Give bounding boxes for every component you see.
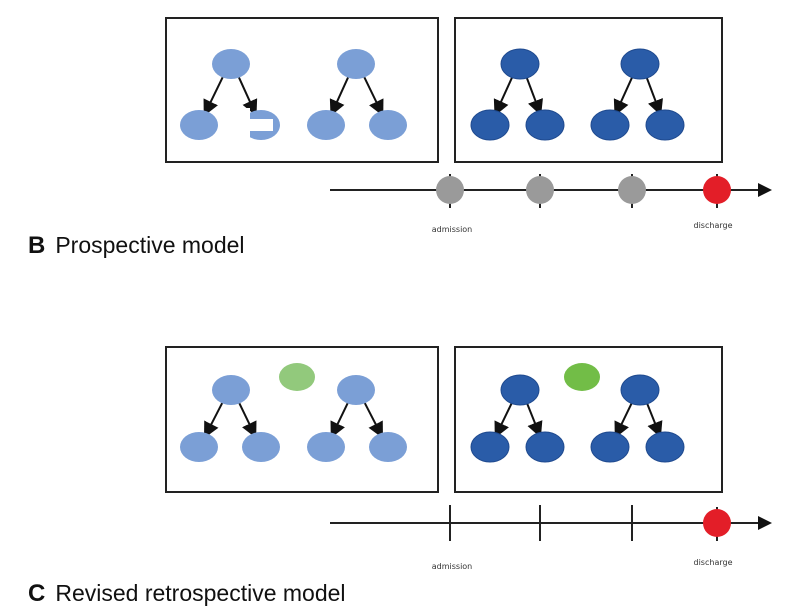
tree: [180, 49, 280, 142]
panel-c-title: C Revised retrospective model: [28, 580, 346, 608]
child-node-right: [369, 432, 407, 462]
tree: [470, 374, 565, 463]
edge-arrow-right: [363, 76, 384, 117]
discharge-marker: [703, 176, 731, 204]
admission-label: admission: [432, 562, 473, 571]
panel-c-caption: Revised retrospective model: [55, 580, 346, 606]
parent-node: [620, 48, 660, 80]
child-node-right: [369, 110, 407, 140]
box-frame: [454, 17, 723, 163]
parent-node: [337, 49, 375, 79]
network-box-dark: [454, 346, 723, 493]
network-box-light: [165, 17, 439, 163]
discharge-label: discharge: [694, 558, 733, 567]
parent-node: [500, 48, 540, 80]
timeline: admission discharge: [330, 174, 772, 234]
panel-b-diagram: admission discharge: [165, 17, 772, 234]
tree: [470, 48, 565, 141]
parent-node: [620, 374, 660, 406]
panel-c-diagram: admission discharge: [165, 346, 772, 571]
child-node-left: [590, 109, 630, 141]
panel-b-caption: Prospective model: [55, 232, 245, 258]
child-node-right: [242, 432, 280, 462]
parent-node: [212, 49, 250, 79]
tree: [307, 375, 407, 462]
edge-arrow-left: [494, 402, 513, 439]
edge-arrow-right: [238, 77, 258, 117]
tree: [180, 375, 280, 462]
child-node-right: [525, 431, 565, 463]
child-node-partial: [240, 108, 280, 142]
timeline: admission discharge: [330, 505, 772, 571]
parent-node: [212, 375, 250, 405]
edge-arrow-right: [645, 77, 663, 116]
child-node-left: [307, 110, 345, 140]
timeline-arrowhead: [758, 183, 772, 197]
edge-arrow-left: [493, 77, 513, 117]
timepoint-marker: [436, 176, 464, 204]
panel-b-letter: B: [28, 232, 46, 259]
child-node-left: [470, 431, 510, 463]
panel-b-title: B Prospective model: [28, 232, 245, 260]
child-node-right: [645, 109, 685, 141]
child-node-left: [307, 432, 345, 462]
edge-arrow-left: [204, 402, 224, 439]
edge-arrow-right: [646, 403, 663, 438]
edge-arrow-right: [525, 77, 543, 116]
discharge-label: discharge: [694, 221, 733, 230]
edge-arrow-left: [330, 402, 349, 439]
edge-arrow-right: [238, 402, 257, 439]
edge-arrow-left: [614, 402, 633, 439]
child-node-right: [525, 109, 565, 141]
tree: [307, 49, 407, 140]
parent-node: [337, 375, 375, 405]
box-frame: [165, 346, 439, 493]
child-node-left: [470, 109, 510, 141]
green-node: [279, 363, 315, 391]
edge-arrow-left: [329, 77, 349, 117]
parent-node: [500, 374, 540, 406]
network-box-light: [165, 346, 439, 493]
admission-label: admission: [432, 225, 473, 234]
tree: [590, 374, 685, 463]
timepoint-marker: [526, 176, 554, 204]
box-frame: [165, 17, 439, 163]
timepoint-marker: [618, 176, 646, 204]
child-node-left: [180, 432, 218, 462]
edge-arrow-right: [363, 402, 383, 439]
tree: [590, 48, 685, 141]
child-node-right: [645, 431, 685, 463]
edge-arrow-left: [203, 76, 224, 117]
edge-arrow-right: [526, 403, 543, 438]
discharge-marker: [703, 509, 731, 537]
child-node-left: [180, 110, 218, 140]
child-node-left: [590, 431, 630, 463]
green-node: [564, 363, 600, 391]
network-box-dark: [454, 17, 723, 163]
edge-arrow-left: [613, 77, 633, 117]
partial-node-cut: [240, 108, 250, 142]
panel-c-letter: C: [28, 580, 46, 607]
timeline-arrowhead: [758, 516, 772, 530]
